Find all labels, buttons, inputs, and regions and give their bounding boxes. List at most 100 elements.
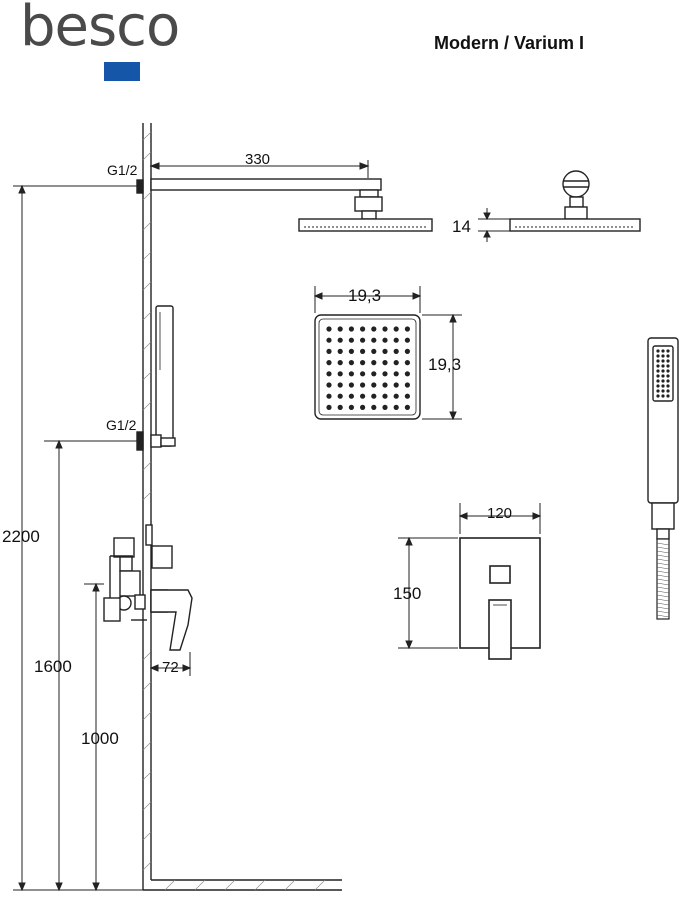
nozzle — [326, 337, 332, 343]
spray-dot — [661, 349, 665, 353]
spray-dot — [661, 389, 665, 393]
spray-dot — [661, 394, 665, 398]
nozzle-grid — [326, 326, 410, 410]
handshower-front — [647, 337, 679, 540]
hose-rib — [656, 594, 670, 598]
dim-head-depth — [422, 313, 462, 421]
dim-arm-length — [149, 160, 370, 178]
dim-plate-height — [398, 536, 458, 650]
nozzle — [326, 348, 332, 354]
handshower-side — [136, 305, 176, 451]
wall — [142, 123, 342, 891]
hose-rib — [656, 566, 670, 570]
label-thread-bottom: G1/2 — [106, 417, 137, 433]
nozzle — [337, 404, 343, 410]
nozzle — [404, 337, 410, 343]
spray-dot — [656, 364, 660, 368]
hose-rib — [656, 610, 670, 614]
spray-dot — [661, 384, 665, 388]
hose-rib — [656, 550, 670, 554]
nozzle — [404, 382, 410, 388]
brand-logo: besco — [20, 0, 180, 59]
nozzle — [326, 326, 332, 332]
nozzle — [326, 393, 332, 399]
spray-dot — [666, 369, 670, 373]
wall-hatch — [142, 131, 326, 891]
nozzle — [382, 348, 388, 354]
label-height-handshower: 1600 — [34, 657, 72, 676]
nozzle — [348, 360, 354, 366]
label-head-width: 19,3 — [348, 286, 382, 305]
nozzle — [393, 382, 399, 388]
hose-rib — [656, 578, 670, 582]
nozzle — [371, 371, 377, 377]
mixer-plate — [459, 537, 541, 660]
nozzle — [337, 337, 343, 343]
hose-rib — [656, 546, 670, 550]
nozzle — [382, 404, 388, 410]
dim-plate-width — [458, 503, 542, 534]
hose-rib — [656, 602, 670, 606]
hose-rib — [656, 586, 670, 590]
nozzle — [348, 382, 354, 388]
spray-dot — [661, 364, 665, 368]
label-head-thickness: 14 — [452, 217, 471, 236]
spray-dot — [666, 384, 670, 388]
label-plate-height: 150 — [393, 584, 422, 603]
label-arm-length: 330 — [245, 151, 271, 168]
spray-dot — [656, 379, 660, 383]
spray-dot — [656, 374, 660, 378]
shower-head-front — [509, 170, 641, 232]
label-head-depth: 19,3 — [428, 355, 462, 374]
nozzle — [337, 326, 343, 332]
hose-rib — [656, 562, 670, 566]
hose-rib — [656, 582, 670, 586]
nozzle — [360, 404, 366, 410]
nozzle — [382, 337, 388, 343]
spray-dot — [666, 354, 670, 358]
label-height-overhead: 2200 — [2, 527, 40, 546]
nozzle — [382, 371, 388, 377]
product-title: Modern / Varium I — [434, 33, 585, 53]
hose-ribs — [656, 542, 670, 618]
nozzle — [337, 360, 343, 366]
nozzle — [371, 404, 377, 410]
logo-accent-square — [104, 62, 140, 81]
hose-rib — [656, 542, 670, 546]
nozzle — [360, 348, 366, 354]
nozzle — [326, 404, 332, 410]
handshower-spray-dots — [656, 349, 670, 398]
spray-dot — [661, 369, 665, 373]
dim-head-thickness — [478, 208, 510, 242]
nozzle — [348, 404, 354, 410]
nozzle — [404, 393, 410, 399]
shower-arm-side — [136, 178, 433, 232]
nozzle — [371, 393, 377, 399]
spray-dot — [656, 369, 660, 373]
nozzle — [348, 348, 354, 354]
nozzle — [404, 360, 410, 366]
nozzle — [348, 337, 354, 343]
nozzle — [360, 360, 366, 366]
hose-rib — [656, 606, 670, 610]
nozzle — [382, 393, 388, 399]
nozzle — [371, 360, 377, 366]
spray-dot — [656, 359, 660, 363]
nozzle — [404, 371, 410, 377]
nozzle — [360, 371, 366, 377]
spray-dot — [656, 349, 660, 353]
nozzle — [348, 326, 354, 332]
spray-dot — [666, 364, 670, 368]
spray-dot — [656, 354, 660, 358]
nozzle — [360, 393, 366, 399]
spray-dot — [666, 349, 670, 353]
nozzle — [404, 404, 410, 410]
nozzle — [393, 393, 399, 399]
dim-heights — [13, 184, 143, 892]
hose-rib — [656, 598, 670, 602]
nozzle — [326, 360, 332, 366]
nozzle — [393, 326, 399, 332]
label-height-mixer: 1000 — [81, 729, 119, 748]
